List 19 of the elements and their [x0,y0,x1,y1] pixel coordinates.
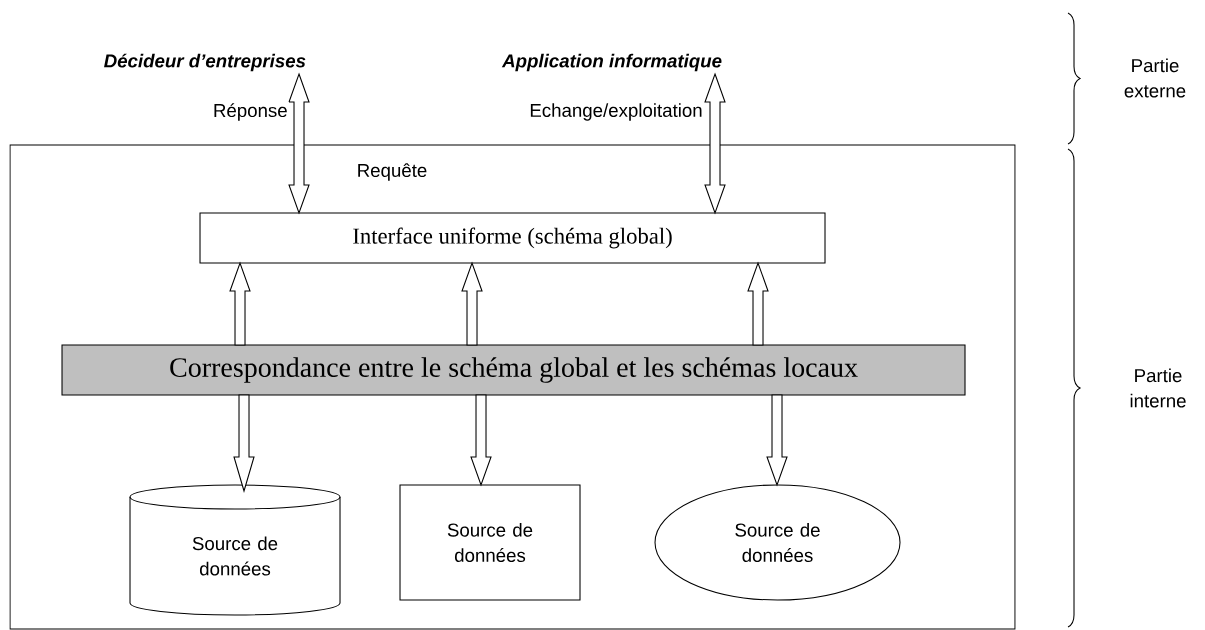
interface-box: Interface uniforme (schéma global) [199,212,826,264]
block-arrow [470,394,492,487]
edge-label: Réponse [211,101,289,123]
block-arrow [747,261,769,346]
text-label: Partie externe [1124,58,1186,98]
mapping-bar: Correspondance entre le schéma global et les schémas locaux [61,344,966,396]
block-arrow [461,261,483,346]
database-cylinder: Source de données [129,484,341,616]
node-label: Source de données [192,536,278,576]
block-arrow [229,261,251,346]
edge-label: Echange/exploitation [528,101,704,123]
block-arrow [766,394,788,487]
endpoint-label: Décideur d’entreprises [104,53,306,72]
source-box: Source de données [399,484,581,601]
text-label: Requête [358,163,427,181]
system-boundary-box [9,144,1016,630]
text-label: Partie interne [1130,368,1186,408]
endpoint-label: Application informatique [501,53,722,72]
block-arrow [233,394,255,493]
